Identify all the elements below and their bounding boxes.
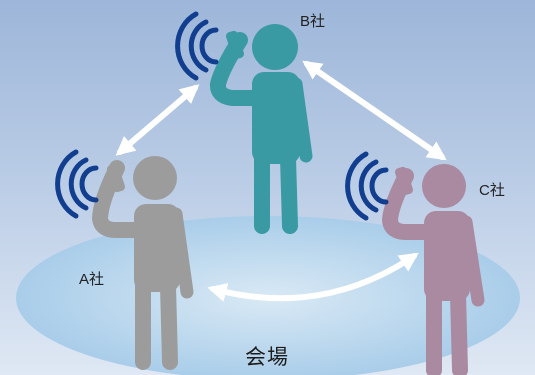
arrow-b-c bbox=[302, 60, 447, 161]
signal-waves-icon-c bbox=[345, 151, 389, 221]
arrow-a-c bbox=[207, 252, 419, 302]
person-b bbox=[209, 24, 313, 234]
company-label-b: B社 bbox=[300, 13, 326, 30]
venue-label: 会場 bbox=[245, 346, 289, 369]
arrow-a-b bbox=[115, 84, 200, 156]
person-c bbox=[382, 164, 485, 375]
company-label-a: A社 bbox=[79, 271, 105, 288]
person-a bbox=[92, 156, 194, 370]
signal-waves-icon-b bbox=[175, 11, 219, 81]
signal-waves-icon-a bbox=[55, 149, 99, 219]
company-label-c: C社 bbox=[479, 182, 505, 199]
